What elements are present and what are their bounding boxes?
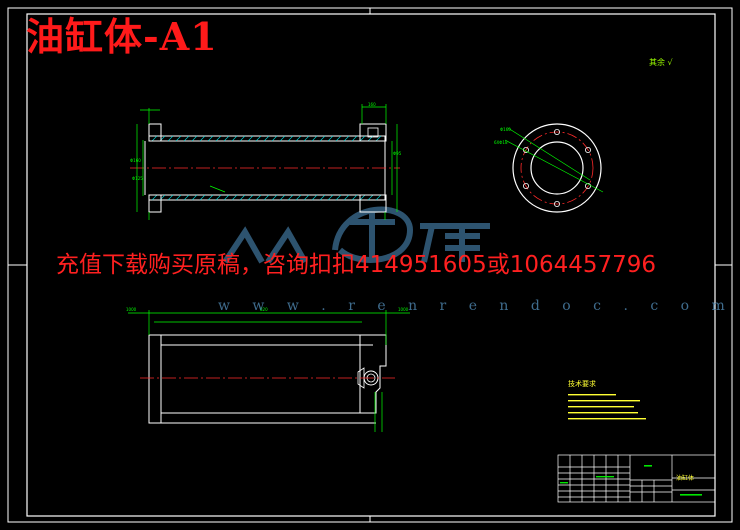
svg-text:820: 820 (260, 307, 268, 312)
section-view: 160 Φ160 Φ125 Φ95 (130, 102, 402, 220)
svg-text:Φ95: Φ95 (393, 151, 402, 156)
svg-text:1000: 1000 (398, 307, 409, 312)
svg-text:6XΦ18: 6XΦ18 (494, 140, 508, 145)
svg-text:Φ160: Φ160 (130, 158, 141, 163)
svg-text:Φ125: Φ125 (132, 176, 143, 181)
watermark-logo (222, 206, 490, 264)
title-block-part-name: 油缸体 (676, 475, 695, 482)
tech-requirements (568, 394, 646, 420)
title-block (557, 454, 716, 503)
end-view: Φ160 6XΦ18 (494, 123, 604, 213)
drawing-title: 油缸体-A1 (26, 14, 218, 59)
svg-text:Φ160: Φ160 (500, 127, 511, 132)
tech-requirements-title: 技术要求 (568, 380, 596, 388)
outline-view: 1000 820 1000 (126, 307, 410, 432)
centering-marks (8, 8, 732, 522)
svg-text:1000: 1000 (126, 307, 137, 312)
svg-text:160: 160 (368, 102, 376, 107)
surface-roughness-note: 其余 √ (649, 58, 673, 67)
promo-banner: 充值下载购买原稿，咨询扣扣414951605或1064457796 (56, 252, 657, 278)
watermark-url: w w w . r e n r e n d o c . c o m (218, 298, 734, 314)
